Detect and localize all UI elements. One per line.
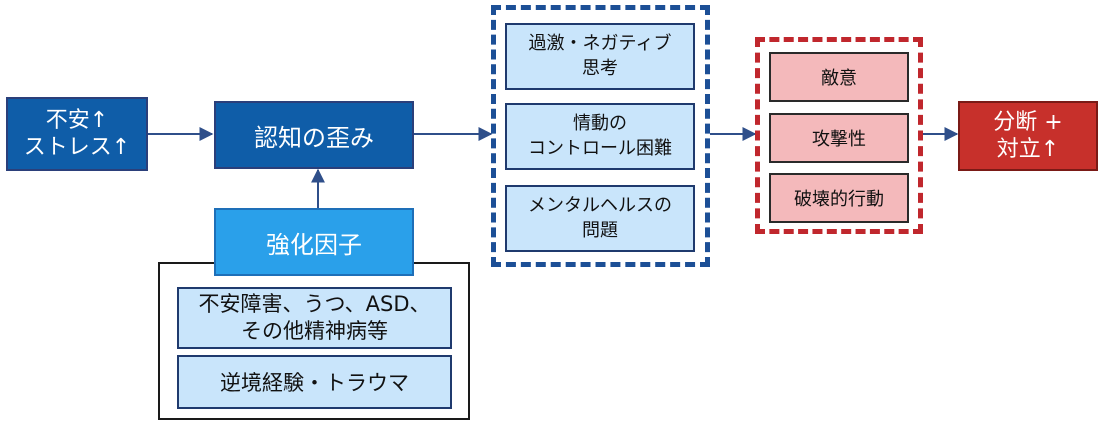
- node-cognitive-distortion: 認知の歪み: [214, 101, 414, 169]
- node-destructive-behavior: 破壊的行動: [769, 173, 909, 223]
- node-hostility: 敵意: [769, 52, 909, 102]
- node-factor-disorders: 不安障害、うつ、ASD、 その他精神病等: [177, 287, 452, 349]
- cognitive-responses-group: [491, 5, 710, 267]
- node-anxiety-stress: 不安↑ ストレス↑: [6, 97, 148, 171]
- node-factor-adversity: 逆境経験・トラウマ: [177, 355, 452, 409]
- node-emotion-control: 情動の コントロール困難: [505, 103, 695, 170]
- node-extreme-thinking: 過激・ネガティブ 思考: [505, 23, 695, 90]
- node-reinforcing-factors: 強化因子: [214, 208, 414, 276]
- behaviors-group: [755, 37, 923, 234]
- node-division-conflict: 分断 + 対立↑: [958, 101, 1098, 171]
- node-aggression: 攻撃性: [769, 113, 909, 163]
- node-mental-health: メンタルヘルスの 問題: [505, 185, 695, 252]
